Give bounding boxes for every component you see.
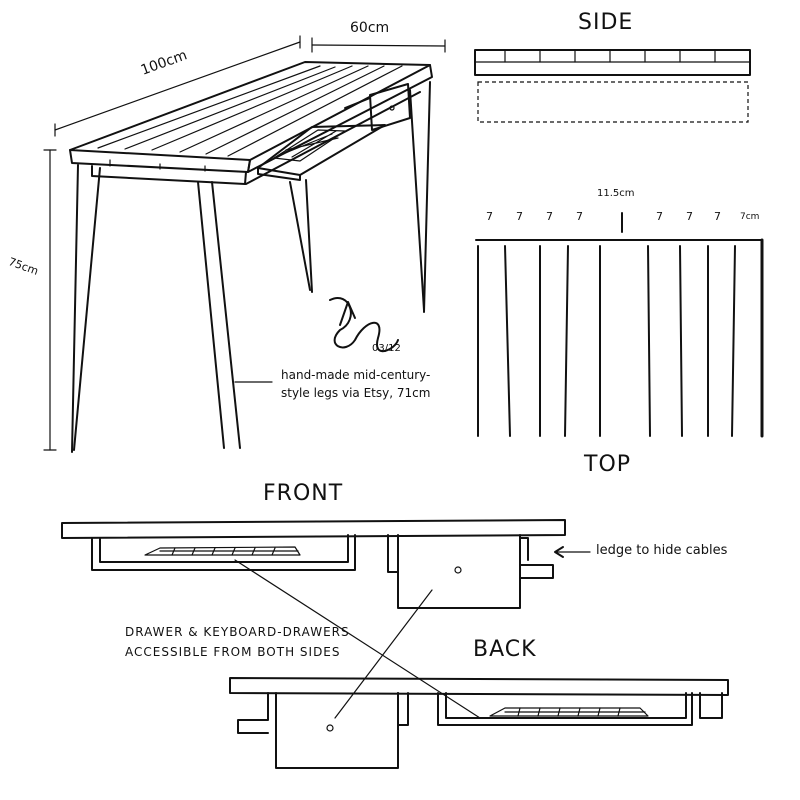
ledge-note: ledge to hide cables	[596, 543, 728, 558]
signature-date: 03/12	[372, 343, 401, 354]
plank-width-label: 7	[714, 210, 721, 223]
plank-width-label: 7	[486, 210, 493, 223]
top-width-dimension-label: 11.5cm	[597, 188, 635, 199]
depth-dimension-label: 60cm	[350, 20, 390, 36]
legs-note-line-1: hand-made mid-century-	[281, 368, 431, 382]
legs-note-line-2: style legs via Etsy, 71cm	[281, 386, 431, 400]
plank-width-label: 7cm	[740, 212, 760, 222]
back-view-title: BACK	[473, 637, 537, 662]
top-view-title: TOP	[584, 452, 632, 477]
drawers-note-line-2: ACCESSIBLE FROM BOTH SIDES	[125, 645, 341, 659]
side-view-title: SIDE	[578, 10, 634, 35]
plank-width-label: 7	[656, 210, 663, 223]
plank-width-label: 7	[546, 210, 553, 223]
plank-width-label: 7	[686, 210, 693, 223]
drawers-note-line-1: DRAWER & KEYBOARD-DRAWERS	[125, 625, 350, 639]
plank-width-label: 7	[576, 210, 583, 223]
plank-width-label: 7	[516, 210, 523, 223]
front-view-title: FRONT	[263, 481, 344, 506]
